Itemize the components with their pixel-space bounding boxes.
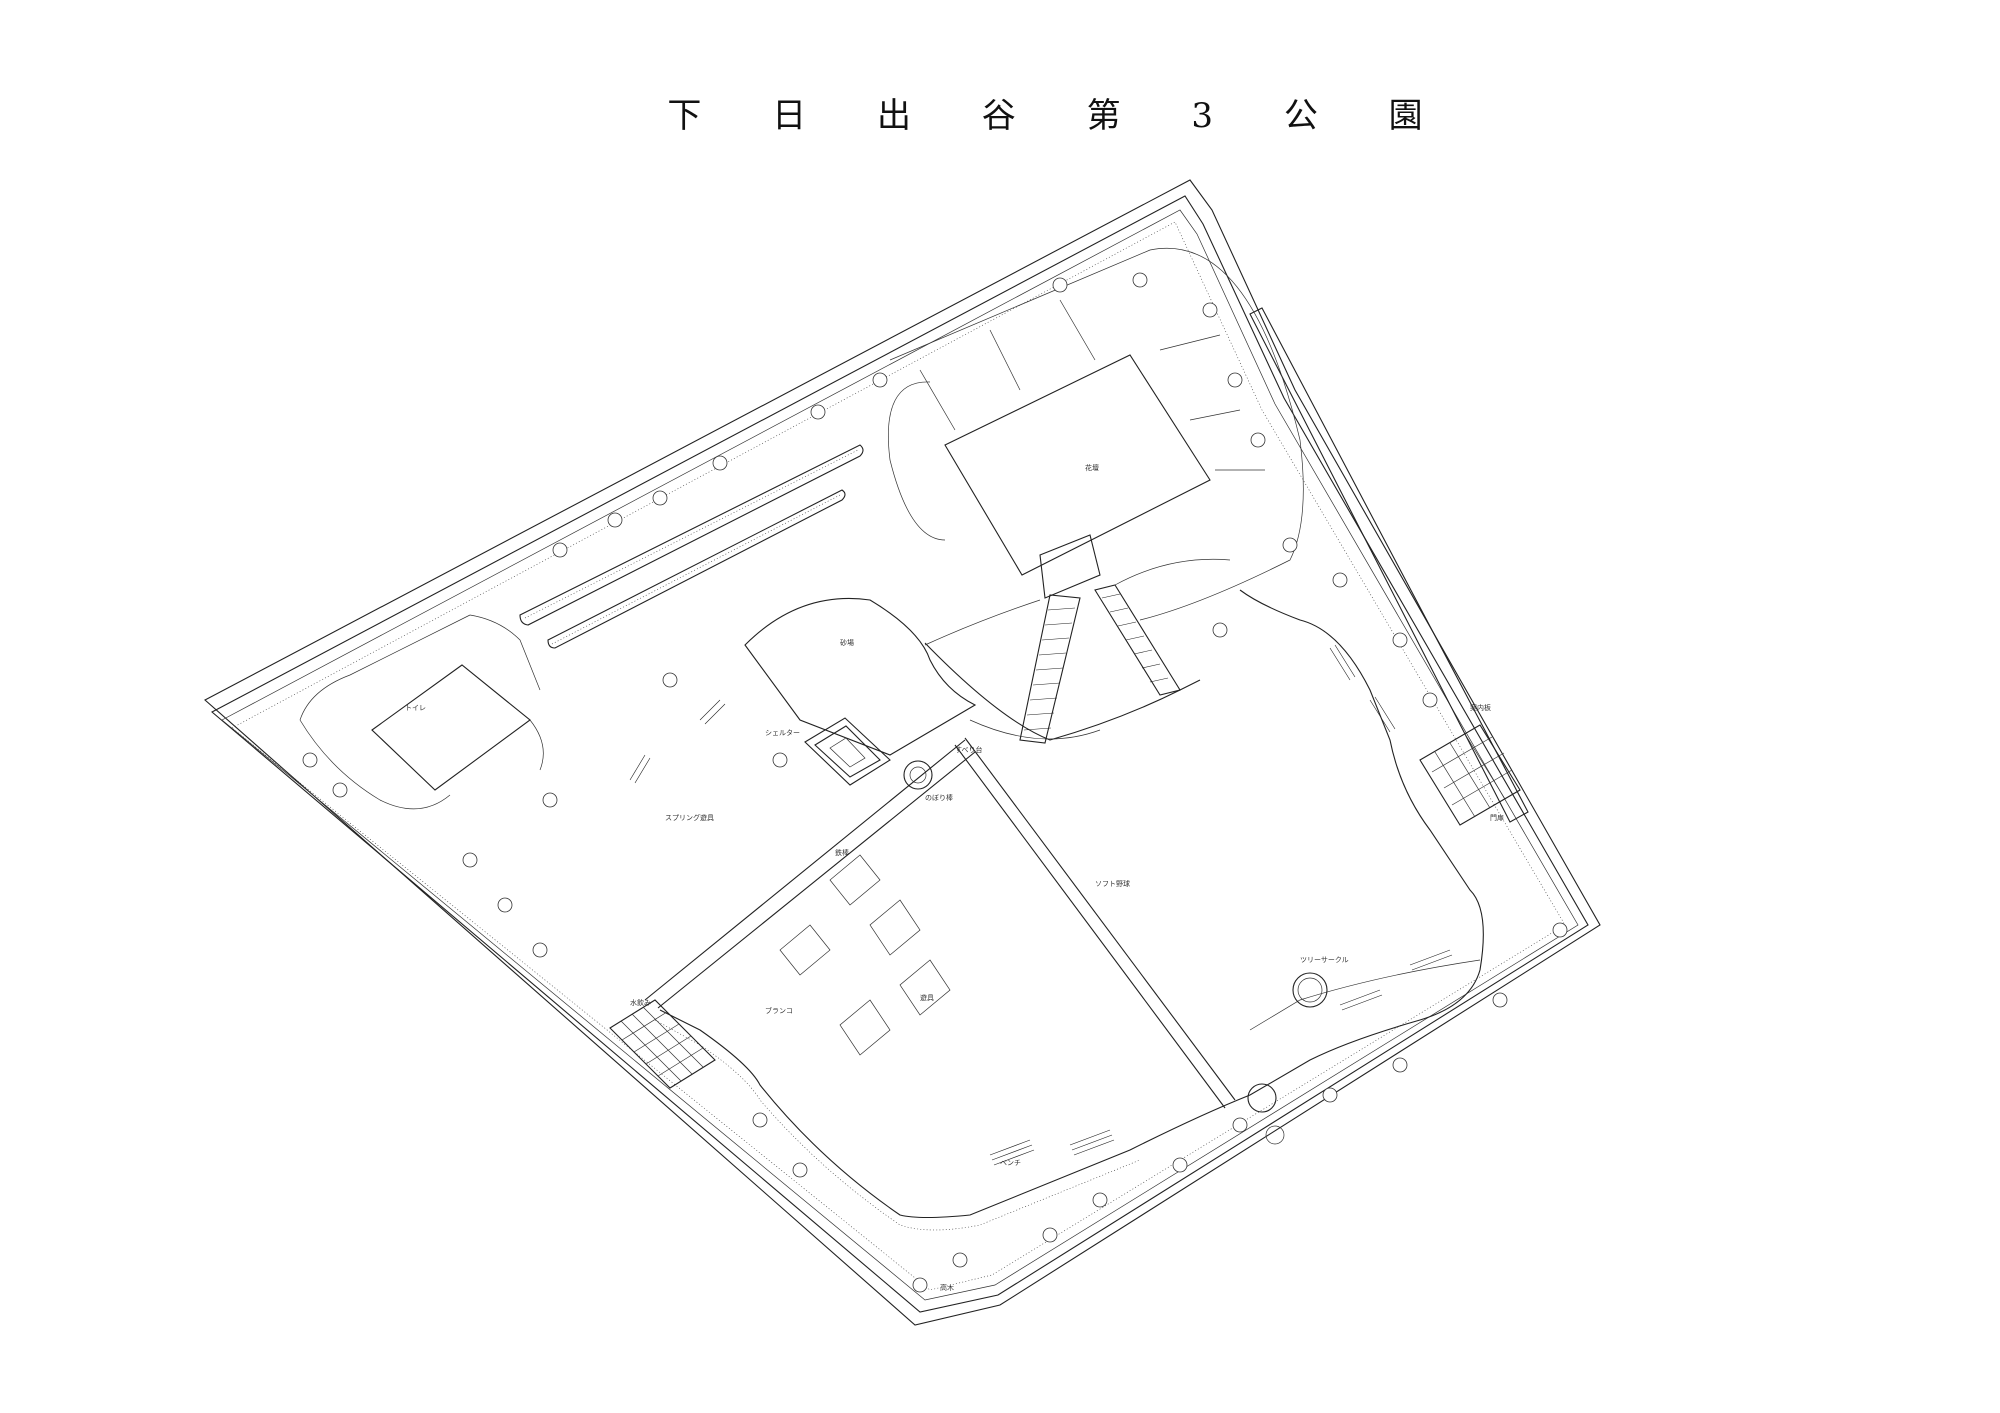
garden-label: 花壇 (1085, 463, 1099, 472)
tree-label: 高木 (940, 1283, 954, 1292)
main-path (644, 737, 1236, 1109)
park-boundary (204, 179, 1601, 1326)
sports-square-label: ソフト野球 (1095, 879, 1130, 888)
benches (629, 644, 1453, 1166)
gate-label: 門扉 (1490, 813, 1504, 822)
horizontal-bar-label: 鉄棒 (835, 848, 849, 857)
toilet-building (299, 664, 544, 810)
drinking-label: 水飲み (630, 998, 651, 1007)
entrance-grid-west (609, 999, 716, 1089)
north-planting (299, 444, 864, 721)
bench-label: ベンチ (1000, 1159, 1021, 1167)
page-title: 下 日 出 谷 第 3 公 園 (667, 96, 1453, 136)
equipment-label: 遊具 (920, 993, 934, 1002)
tree-circle (1292, 972, 1328, 1008)
swing-frames (779, 854, 951, 1056)
sports-field (654, 589, 1484, 1231)
small-circle (903, 760, 933, 790)
central-plaza (924, 534, 1231, 744)
shelter-label: シェルター (765, 728, 800, 737)
sign-label: 案内板 (1470, 703, 1491, 712)
climbing-label: のぼり棒 (925, 793, 953, 802)
spring-toy-label: スプリング遊具 (665, 813, 714, 822)
sandbox-area (744, 597, 977, 786)
entrance-grid-east (1419, 724, 1521, 826)
slide-label: すべり台 (955, 745, 983, 754)
sandbox-label: 砂場 (840, 638, 854, 647)
tree-circle-label: ツリーサークル (1300, 956, 1349, 964)
court-block (887, 248, 1304, 621)
trees (302, 272, 1568, 1293)
bottom-toilet (1247, 1083, 1285, 1145)
swing-label: ブランコ (765, 1006, 793, 1015)
toilet-label: トイレ (405, 704, 426, 712)
